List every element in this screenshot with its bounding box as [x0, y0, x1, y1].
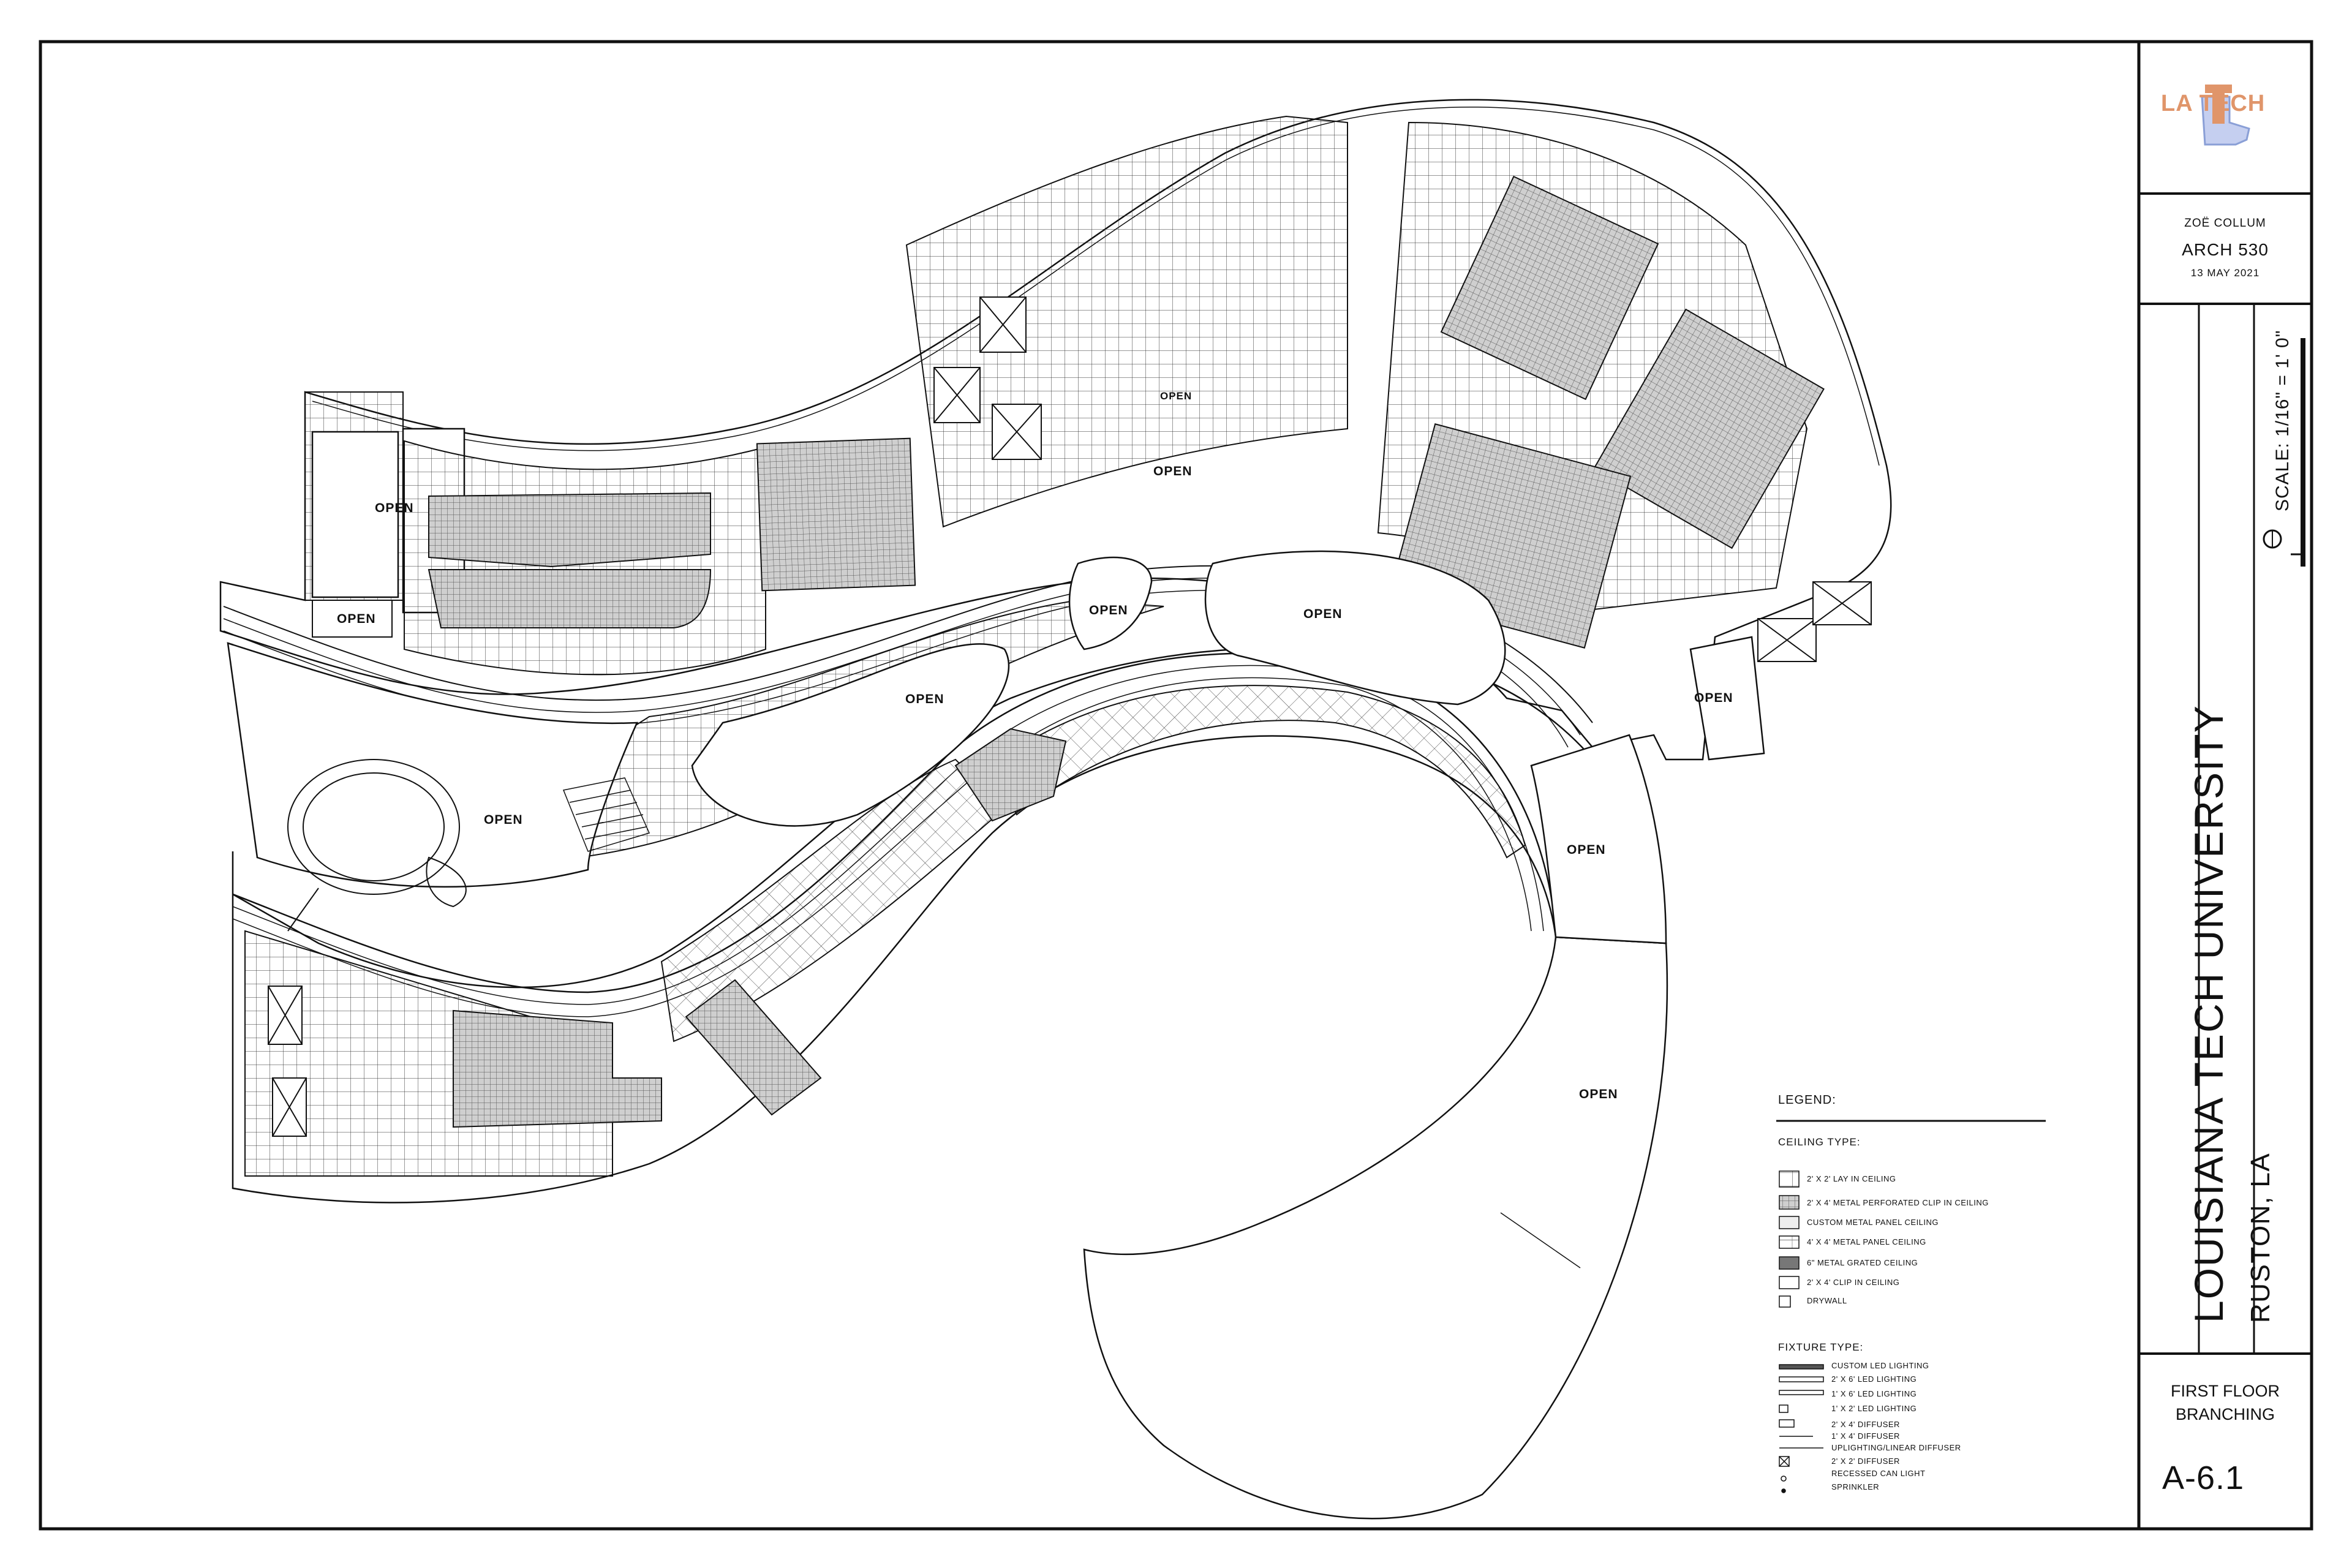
open-label-right-corner: OPEN	[1694, 691, 1733, 705]
legend-fixture-item: 1' X 6' LED LIGHTING	[1831, 1389, 1917, 1398]
legend-swatches	[1776, 1120, 2046, 1493]
legend-ceiling-item: 2' X 2' LAY IN CEILING	[1807, 1174, 1896, 1183]
stair-icon	[562, 777, 650, 852]
open-label-left-lower: OPEN	[337, 612, 376, 626]
sheet-number: A-6.1	[2162, 1460, 2245, 1496]
legend-ceiling-item: 2' X 4' METAL PERFORATED CLIP IN CEILING	[1807, 1198, 1989, 1207]
open-court-arc	[1083, 936, 1668, 1520]
legend-fixture-item: 2' X 6' LED LIGHTING	[1831, 1374, 1917, 1384]
legend-fixture-item: 2' X 4' DIFFUSER	[1831, 1420, 1900, 1429]
legend-fixture-title: FIXTURE TYPE:	[1778, 1341, 1864, 1353]
author-name: ZOË COLLUM	[2184, 217, 2266, 230]
university-name: LOUISIANA TECH UNIVERSITY	[2186, 704, 2231, 1323]
diffuser-boxes	[268, 296, 1872, 1137]
legend-ceiling-item: 6" METAL GRATED CEILING	[1807, 1258, 1918, 1267]
legend-ceiling-item: CUSTOM METAL PANEL CEILING	[1807, 1218, 1939, 1227]
legend-title: LEGEND:	[1778, 1093, 1836, 1107]
sheet-border	[39, 40, 2313, 1531]
open-label-room-b: OPEN	[1153, 464, 1193, 478]
logo-icon	[2201, 85, 2250, 146]
open-label-left-upper: OPEN	[375, 501, 414, 515]
logo-wordmark: LA TECH	[2161, 91, 2266, 116]
spiral-stair-icon	[287, 759, 467, 932]
open-voids	[227, 550, 1765, 944]
open-label-stair: OPEN	[484, 813, 523, 827]
legend-ceiling-item: 2' X 4' CLIP IN CEILING	[1807, 1278, 1900, 1287]
open-label-ramp: OPEN	[1567, 843, 1606, 857]
legend-ceiling-title: CEILING TYPE:	[1778, 1136, 1861, 1148]
legend-ceiling-item: 4' X 4' METAL PANEL CEILING	[1807, 1237, 1926, 1246]
open-label-small: OPEN	[1089, 603, 1128, 617]
sheet-title-line1: FIRST FLOOR	[2170, 1382, 2280, 1400]
open-label-court: OPEN	[1579, 1087, 1618, 1101]
sheet-date: 13 MAY 2021	[2190, 267, 2260, 279]
open-label-large: OPEN	[1303, 607, 1343, 621]
legend-fixture-item: CUSTOM LED LIGHTING	[1831, 1361, 1929, 1370]
legend-fixture-item: 1' X 2' LED LIGHTING	[1831, 1404, 1917, 1413]
sheet-title-line2: BRANCHING	[2175, 1405, 2275, 1423]
legend-fixture-item: RECESSED CAN LIGHT	[1831, 1469, 1926, 1478]
legend-ceiling-item: DRYWALL	[1807, 1296, 1847, 1305]
legend-fixture-item: 2' X 2' DIFFUSER	[1831, 1457, 1900, 1466]
upper-wing-outline	[219, 99, 1892, 761]
legend-fixture-item: UPLIGHTING/LINEAR DIFFUSER	[1831, 1443, 1961, 1452]
open-label-center: OPEN	[905, 692, 944, 706]
scale-bar-icon	[2263, 338, 2305, 567]
project-location: RUSTON, LA	[2245, 1152, 2275, 1323]
legend-fixture-item: 1' X 4' DIFFUSER	[1831, 1431, 1900, 1441]
legend-fixture-item: SPRINKLER	[1831, 1482, 1880, 1491]
open-label-room-a: OPEN	[1160, 390, 1193, 402]
course-code: ARCH 530	[2182, 240, 2269, 259]
scale-note: SCALE: 1/16" = 1' 0"	[2272, 330, 2293, 511]
